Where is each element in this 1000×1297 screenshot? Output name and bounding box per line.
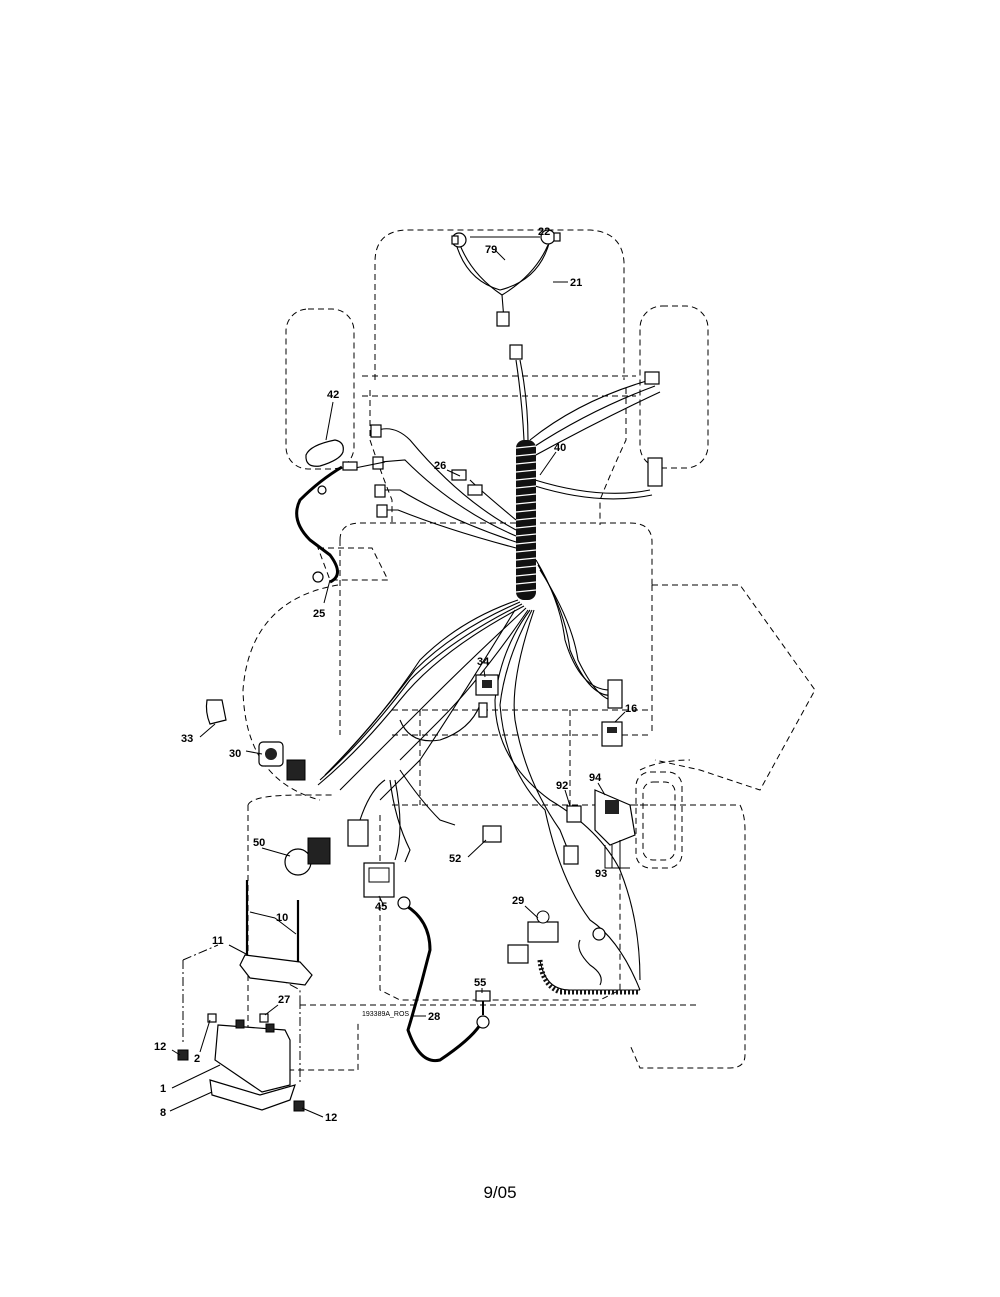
callout-10: 10 <box>276 912 288 924</box>
switch-terminal-4 <box>376 504 388 518</box>
right-connector-upper <box>644 371 660 385</box>
callout-12-left: 12 <box>154 1041 166 1053</box>
nut-12-right <box>293 1100 305 1112</box>
page-date-code: 9/05 <box>483 1183 517 1202</box>
callout-34: 34 <box>477 656 490 668</box>
callout-22: 22 <box>538 226 550 238</box>
ring-terminal-28 <box>476 1015 490 1029</box>
key-50 <box>284 837 331 876</box>
clip-26 <box>451 469 483 496</box>
switch-terminal-3 <box>374 484 386 498</box>
battery-bracket-11 <box>239 954 313 986</box>
callout-42: 42 <box>327 389 339 401</box>
connector-92 <box>563 805 582 865</box>
right-connector-lower <box>647 457 663 487</box>
callout-79: 79 <box>485 244 497 256</box>
module-45 <box>363 862 395 898</box>
callout-50: 50 <box>253 837 265 849</box>
callout-16: 16 <box>625 703 637 715</box>
fuse-holder <box>342 461 358 471</box>
switch-assembly-94 <box>594 789 636 846</box>
callout-45: 45 <box>375 901 387 913</box>
coiled-cord-rear <box>537 959 640 995</box>
callout-28: 28 <box>428 1011 440 1023</box>
callout-25: 25 <box>313 608 325 620</box>
ring-terminal-45-cable <box>397 896 411 910</box>
callout-92: 92 <box>556 780 568 792</box>
callout-93: 93 <box>595 868 607 880</box>
connector-16-plug <box>607 679 623 709</box>
connector-block-left <box>347 819 369 847</box>
callout-21: 21 <box>570 277 582 289</box>
front-right-wheel <box>639 305 709 469</box>
pedal-outline-inner <box>642 781 676 861</box>
nut-12-left <box>177 1049 189 1061</box>
leader-lines <box>169 236 630 1118</box>
front-left-wheel <box>285 308 355 470</box>
connector-29-plug <box>507 944 529 964</box>
callout-30: 30 <box>229 748 241 760</box>
bolt-55 <box>475 990 491 1015</box>
callout-2: 2 <box>194 1053 200 1065</box>
callout-52: 52 <box>449 853 461 865</box>
wire-loom <box>515 440 537 600</box>
drawing-id: 193389A_ROS <box>362 1011 409 1018</box>
headlight-bulb-left <box>451 232 467 248</box>
ring-terminal-25 <box>312 571 324 583</box>
callout-8: 8 <box>160 1107 166 1119</box>
cover-33 <box>205 699 227 725</box>
switch-34 <box>475 674 499 696</box>
callout-55: 55 <box>474 977 486 989</box>
tractor-outline <box>182 229 816 1085</box>
solenoid-29 <box>527 910 559 943</box>
connector-16 <box>601 721 623 747</box>
callout-1: 1 <box>160 1083 166 1095</box>
callout-26: 26 <box>434 460 446 472</box>
wiring-harness <box>295 239 663 1063</box>
battery-tray-8 <box>209 1079 296 1111</box>
callout-12-right: 12 <box>325 1112 337 1124</box>
callout-33: 33 <box>181 733 193 745</box>
front-connector <box>496 311 510 327</box>
ring-terminal-29 <box>592 927 606 941</box>
ignition-switch-30 <box>258 741 306 781</box>
battery-1 <box>214 1019 291 1093</box>
callout-11: 11 <box>212 935 224 947</box>
switch-terminal-1 <box>370 424 382 438</box>
seat-switch-plug <box>478 702 488 718</box>
harness-front-plug <box>509 344 523 360</box>
callout-29: 29 <box>512 895 524 907</box>
terminal-bolt-27 <box>259 1013 269 1023</box>
parts <box>177 229 683 1112</box>
terminal-bolt-2 <box>207 1013 217 1023</box>
callout-94: 94 <box>589 772 602 784</box>
relay-52 <box>482 825 502 843</box>
headlight-bulb-right <box>540 229 561 245</box>
terminal-boot-42 <box>305 439 344 467</box>
callouts: 22 79 21 42 40 26 25 34 16 33 30 92 94 9… <box>154 226 637 1124</box>
callout-40: 40 <box>554 442 566 454</box>
ring-terminal-top <box>317 485 327 495</box>
pedal-outline <box>635 771 683 869</box>
callout-27: 27 <box>278 994 290 1006</box>
